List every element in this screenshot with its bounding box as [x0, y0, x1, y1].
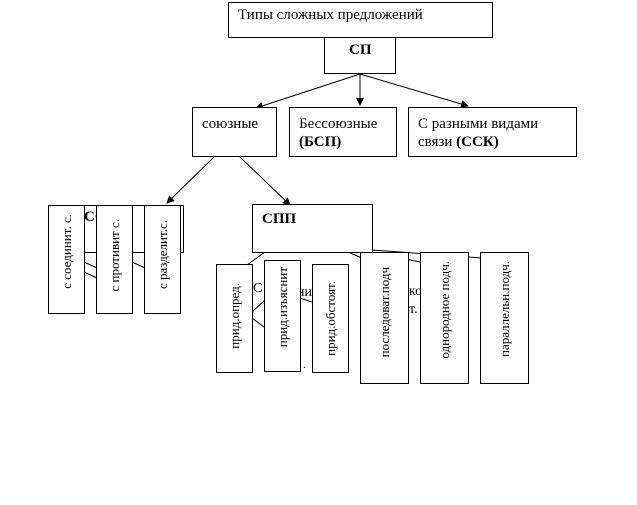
spp-item-posledovat-label: последоват.подч — [377, 267, 392, 358]
ssk-label-line1: С разными видами — [418, 116, 539, 132]
ssp-item-razdelit: с разделит.с. — [144, 205, 181, 314]
spp-item-parallel-label: параллельн.подч. — [497, 261, 512, 357]
arrow-to-spp — [239, 156, 291, 206]
spp-connector-5 — [251, 299, 266, 313]
ssk-label-bold: (ССК) — [456, 134, 499, 150]
spp-item-odnorodnoe-label: однородное подч. — [437, 261, 452, 359]
soyuznye-box: союзные — [192, 107, 277, 157]
ssk-label-line2: связи (ССК) — [418, 134, 499, 151]
spp-item-obstoyat: прид.обстоят. — [312, 264, 349, 373]
spp-connector-2 — [347, 251, 363, 259]
arrow-to-ssk — [359, 73, 469, 108]
ssp-item-protivit-label: с противит с. — [107, 219, 122, 292]
ssk-box: С разными видами связи (ССК) — [408, 107, 577, 157]
spp-fragment-t: т. — [409, 302, 418, 317]
ssp-connector-2 — [83, 271, 98, 279]
spp-item-izyasnit: прид.изъяснит — [264, 260, 301, 372]
spp-item-odnorodnoe: однородное подч. — [420, 252, 469, 384]
spp-fragment-c: С — [253, 281, 263, 296]
ssp-item-razdelit-label: с разделит.с. — [155, 220, 170, 289]
spp-connector-7 — [299, 297, 313, 303]
title-text: Типы сложных предложений — [238, 7, 423, 23]
spp-fragment-dot: . — [303, 357, 306, 371]
sp-box: СП — [324, 37, 396, 74]
ssp-item-soedinit: с соединит. с. — [48, 205, 85, 314]
spp-fragment-ko: ко — [409, 284, 423, 299]
ssp-item-soedinit-label: с соединит. с. — [59, 214, 74, 289]
ssp-connector-3 — [131, 261, 146, 269]
title-box: Типы сложных предложений — [228, 2, 493, 38]
bsp-box: Бессоюзные (БСП) — [289, 107, 397, 157]
spp-item-opred: прид.опред. — [216, 264, 253, 373]
ssp-item-protivit: с противит с. — [96, 205, 133, 314]
spp-header-label: СПП — [262, 211, 297, 227]
spp-header-box: СПП — [252, 204, 373, 253]
spp-item-opred-label: прид.опред. — [227, 283, 242, 349]
spp-item-parallel: параллельн.подч. — [480, 252, 529, 384]
ssp-connector-1 — [83, 261, 98, 269]
spp-item-obstoyat-label: прид.обстоят. — [323, 281, 338, 356]
spp-item-posledovat: последоват.подч — [360, 252, 409, 384]
arrow-to-soyuznye — [255, 73, 361, 110]
soyuznye-label: союзные — [202, 116, 259, 132]
sp-label: СП — [349, 42, 372, 58]
bsp-label-line2: (БСП) — [299, 134, 342, 150]
spp-item-izyasnit-label: прид.изъяснит — [275, 267, 290, 348]
arrow-to-ssp — [166, 156, 215, 204]
ssk-label-plain: связи — [418, 134, 457, 150]
bsp-label-line1: Бессоюзные — [299, 116, 378, 132]
